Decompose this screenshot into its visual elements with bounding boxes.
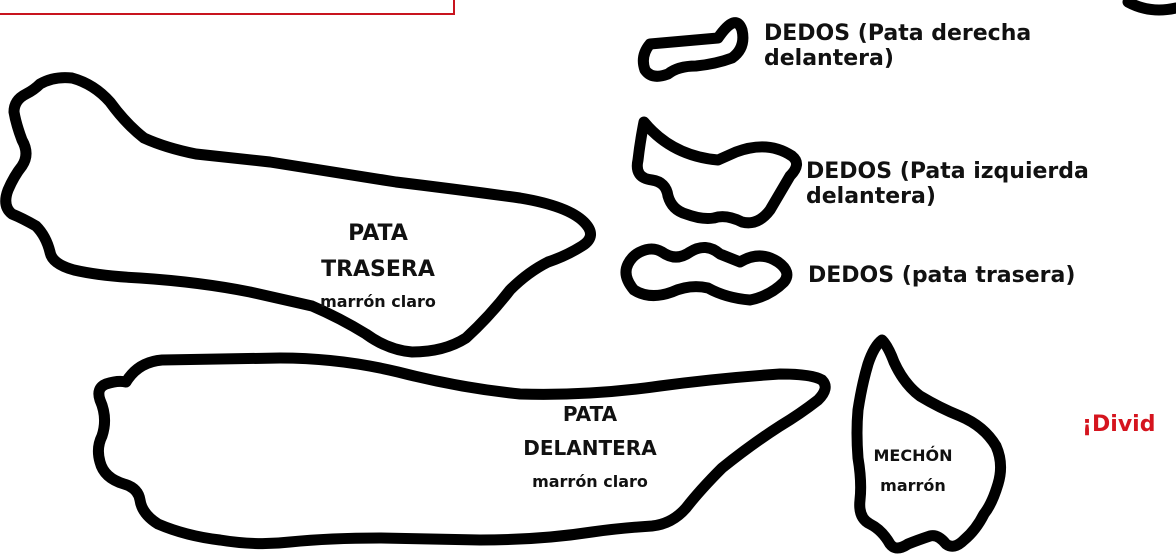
dedos-izquierda-label: DEDOS (Pata izquierda delantera) [806,159,1089,209]
dedos-trasera-line1: DEDOS (pata trasera) [808,263,1076,288]
pata-delantera-title-2: DELANTERA [523,436,657,460]
dedos-trasera-outline [620,242,793,306]
mechon-title: MECHÓN [873,446,953,465]
pata-trasera-title-1: PATA [348,221,408,246]
dedos-derecha-label: DEDOS (Pata derecha delantera) [764,21,1032,71]
dedos-izquierda-line1: DEDOS (Pata izquierda [806,159,1089,184]
dedos-derecha-outline [637,17,749,82]
pata-trasera-color: marrón claro [320,292,436,311]
top-right-corner-outline [1122,0,1176,16]
dedos-izquierda-outline [631,116,802,229]
dedos-trasera-label: DEDOS (pata trasera) [808,263,1076,289]
pata-delantera-color: marrón claro [532,472,648,491]
pata-delantera-outline [92,352,831,550]
pata-trasera-title-2: TRASERA [321,257,435,282]
dedos-derecha-line2: delantera) [764,45,894,71]
mechon-outline [851,334,1007,554]
dedos-derecha-line1: DEDOS (Pata derecha [764,21,1032,46]
pata-trasera-outline [0,72,596,358]
dedos-izquierda-line2: delantera) [806,183,936,209]
pata-delantera-title-1: PATA [562,402,618,426]
divide-accent-text: ¡Divid [1082,412,1156,437]
mechon-color: marrón [880,476,946,495]
red-frame-border [0,0,455,15]
